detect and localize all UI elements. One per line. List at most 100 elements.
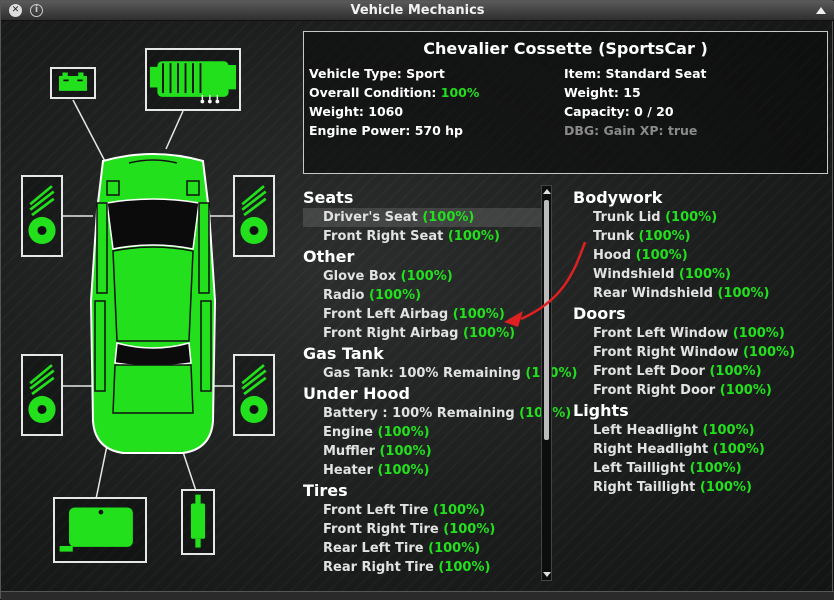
part-list-item[interactable]: Heater (100%) <box>303 461 541 480</box>
part-list-item[interactable]: Front Left Door (100%) <box>573 362 828 381</box>
rear-left-wheel-slot[interactable] <box>21 354 63 436</box>
category-header: Tires <box>303 481 348 500</box>
front-right-wheel-slot[interactable] <box>233 175 275 257</box>
part-label: Trunk <box>593 229 635 244</box>
part-list-item[interactable]: Windshield (100%) <box>573 265 828 284</box>
part-condition: (100%) <box>702 423 755 438</box>
item-stats: Item: Standard Seat Weight: 15 Capacity:… <box>564 64 707 140</box>
part-list-item[interactable]: Rear Right Tire (100%) <box>303 558 541 577</box>
part-label: Right Headlight <box>593 442 709 457</box>
title-bar[interactable]: ✕ i Vehicle Mechanics <box>1 1 834 21</box>
part-condition: (100%) <box>712 442 765 457</box>
part-list-item[interactable]: Rear Windshield (100%) <box>573 284 828 303</box>
part-list-item[interactable]: Engine (100%) <box>303 423 541 442</box>
category-header: Lights <box>573 401 629 420</box>
part-condition: (100%) <box>638 229 691 244</box>
part-list-item[interactable]: Gas Tank: 100% Remaining (100%) <box>303 364 577 383</box>
part-condition: (100%) <box>447 229 500 244</box>
parts-list-scrollbar[interactable] <box>541 185 552 581</box>
part-condition: (100%) <box>732 326 785 341</box>
part-label: Left Taillight <box>593 461 686 476</box>
part-label: Front Right Door <box>593 383 716 398</box>
part-label: Front Right Tire <box>323 522 439 537</box>
part-label: Engine <box>323 425 373 440</box>
collapse-icon[interactable] <box>816 7 826 14</box>
category-header: Other <box>303 247 355 266</box>
part-list-item[interactable]: Left Taillight (100%) <box>573 459 828 478</box>
part-list-item[interactable]: Front Right Airbag (100%) <box>303 324 541 343</box>
part-condition: (100%) <box>422 210 475 225</box>
part-condition: (100%) <box>400 269 453 284</box>
debug-xp: DBG: Gain XP: true <box>564 123 698 138</box>
part-list-item[interactable]: Glove Box (100%) <box>303 267 541 286</box>
gas-tank-slot[interactable] <box>53 497 147 563</box>
part-list-item[interactable]: Hood (100%) <box>573 246 828 265</box>
muffler-icon <box>190 494 206 548</box>
item-weight: Weight: 15 <box>564 85 641 100</box>
part-list-item[interactable]: Front Right Tire (100%) <box>303 520 541 539</box>
part-condition: (100%) <box>742 345 796 360</box>
scroll-up-icon[interactable] <box>543 189 551 194</box>
info-icon[interactable]: i <box>30 4 43 17</box>
part-label: Left Headlight <box>593 423 698 438</box>
part-list-item[interactable]: Right Taillight (100%) <box>573 478 828 497</box>
scroll-down-icon[interactable] <box>543 572 551 577</box>
resize-bar[interactable] <box>1 591 834 600</box>
part-condition: (100%) <box>379 444 432 459</box>
part-list-item[interactable]: Left Headlight (100%) <box>573 421 828 440</box>
category-header: Seats <box>303 188 354 207</box>
engine-slot[interactable] <box>145 48 241 111</box>
close-icon[interactable]: ✕ <box>9 4 22 17</box>
overall-condition-label: Overall Condition: <box>309 85 437 100</box>
engine-power: Engine Power: 570 hp <box>309 123 463 138</box>
part-list-item[interactable]: Front Left Tire (100%) <box>303 501 541 520</box>
part-label: Front Right Window <box>593 345 739 360</box>
part-condition: (100%) <box>377 463 430 478</box>
category-header: Bodywork <box>573 188 663 207</box>
part-list-item[interactable]: Front Right Seat (100%) <box>303 227 541 246</box>
rear-right-wheel-slot[interactable] <box>233 354 275 436</box>
vehicle-type: Vehicle Type: Sport <box>309 66 445 81</box>
battery-slot[interactable] <box>50 67 96 99</box>
part-condition: (100%) <box>635 248 688 263</box>
part-label: Right Taillight <box>593 480 696 495</box>
brake-icon <box>28 185 56 245</box>
category-header: Under Hood <box>303 384 410 403</box>
part-list-item[interactable]: Front Right Door (100%) <box>573 381 828 400</box>
part-list-item[interactable]: Driver's Seat (100%) <box>303 208 541 227</box>
part-condition: (100%) <box>665 210 718 225</box>
vehicle-name: Chevalier Cossette (SportsCar ) <box>423 39 708 58</box>
muffler-slot[interactable] <box>181 489 215 555</box>
part-label: Front Left Window <box>593 326 729 341</box>
part-label: Windshield <box>593 267 675 282</box>
part-label: Rear Windshield <box>593 286 713 301</box>
part-label: Radio <box>323 288 365 303</box>
part-list-item[interactable]: Radio (100%) <box>303 286 541 305</box>
part-list-item[interactable]: Front Left Airbag (100%) <box>303 305 541 324</box>
part-list-item[interactable]: Battery : 100% Remaining (100%) <box>303 404 571 423</box>
part-list-item[interactable]: Rear Left Tire (100%) <box>303 539 541 558</box>
part-list-item[interactable]: Front Right Window (100%) <box>573 343 828 362</box>
front-left-wheel-slot[interactable] <box>21 175 63 257</box>
part-list-item[interactable]: Muffler (100%) <box>303 442 541 461</box>
scroll-thumb[interactable] <box>544 200 549 440</box>
part-label: Rear Left Tire <box>323 541 424 556</box>
vehicle-stats: Vehicle Type: Sport Overall Condition: 1… <box>309 64 479 140</box>
part-list-item[interactable]: Trunk Lid (100%) <box>573 208 828 227</box>
part-label: Hood <box>593 248 632 263</box>
part-label: Driver's Seat <box>323 210 418 225</box>
item-capacity: Capacity: 0 / 20 <box>564 104 674 119</box>
part-label: Front Left Tire <box>323 503 429 518</box>
part-condition: (100%) <box>438 560 491 575</box>
part-list-item[interactable]: Right Headlight (100%) <box>573 440 828 459</box>
part-list-item[interactable]: Trunk (100%) <box>573 227 828 246</box>
car-body[interactable] <box>83 151 223 456</box>
part-list-item[interactable]: Front Left Window (100%) <box>573 324 828 343</box>
vehicle-weight: Weight: 1060 <box>309 104 404 119</box>
vehicle-diagram <box>1 21 301 600</box>
part-condition: (100%) <box>443 522 496 537</box>
part-label: Heater <box>323 463 373 478</box>
